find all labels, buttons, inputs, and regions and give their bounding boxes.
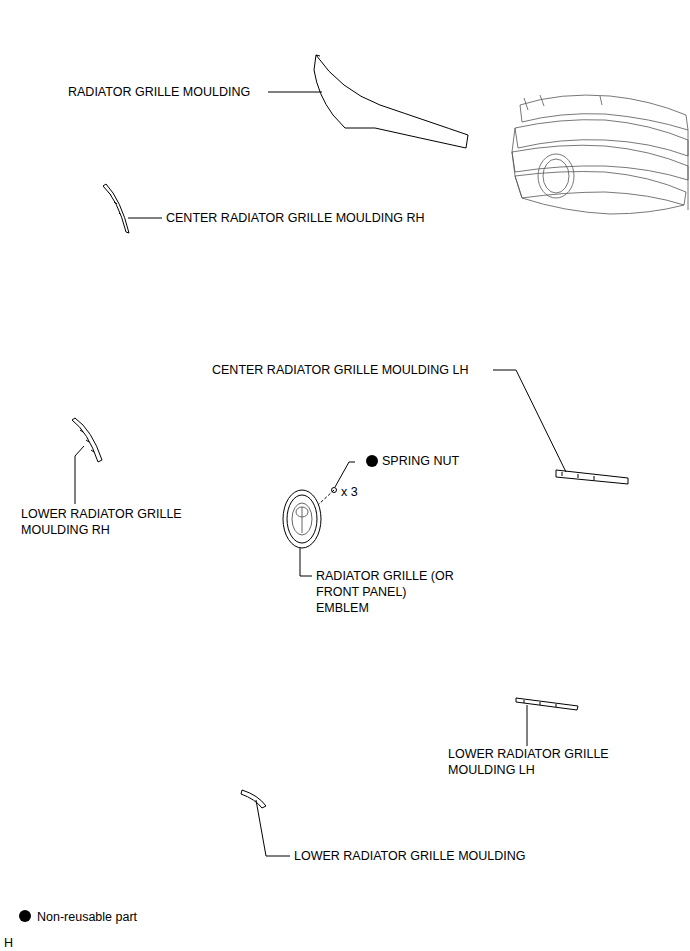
part-name: SPRING NUT: [382, 453, 502, 469]
part-name: LOWER RADIATOR GRILLE MOULDING: [294, 848, 594, 864]
legend-text: Non-reusable part: [37, 909, 237, 925]
quantity: x 3: [341, 484, 381, 500]
legend-swatch: [19, 910, 31, 922]
part-name: CENTER RADIATOR GRILLE MOULDING RH: [166, 210, 486, 226]
figure-code: H: [4, 935, 34, 951]
part-name: RADIATOR GRILLE (OR FRONT PANEL) EMBLEM: [316, 568, 454, 616]
part-name: CENTER RADIATOR GRILLE MOULDING LH: [212, 362, 512, 378]
part-name: LOWER RADIATOR GRILLE MOULDING RH: [21, 506, 206, 538]
part-name: RADIATOR GRILLE MOULDING: [68, 84, 328, 100]
part-name: LOWER RADIATOR GRILLE MOULDING LH: [448, 746, 633, 778]
